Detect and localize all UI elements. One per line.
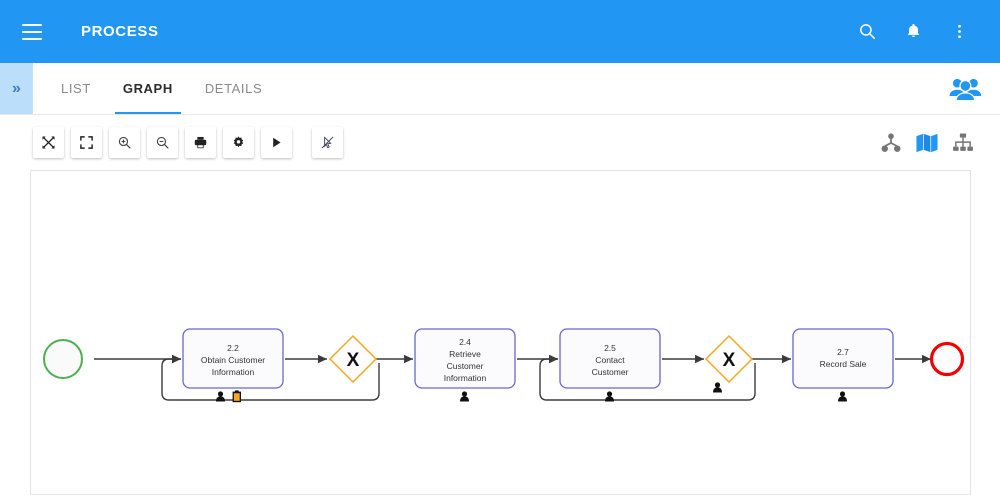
hamburger-icon[interactable] (10, 10, 54, 54)
play-icon[interactable] (261, 127, 292, 158)
task-2-2-id: 2.2 (227, 343, 239, 353)
task-2-4-line3: Information (444, 373, 487, 383)
org-chart-view-icon[interactable] (948, 128, 978, 158)
hamburger-line (22, 23, 42, 26)
app-bar-actions (844, 9, 1000, 55)
tab-list-view[interactable]: LIST (61, 81, 91, 96)
document-icon (232, 390, 241, 403)
gateway-exclusive-2[interactable]: X (704, 334, 754, 384)
task-2-2-line2: Information (212, 367, 255, 377)
settings-gear-icon[interactable] (223, 127, 254, 158)
tab-details[interactable]: DETAILS (204, 81, 263, 96)
print-icon[interactable] (185, 127, 216, 158)
expand-sidebar-button[interactable]: » (0, 63, 33, 114)
gateway-2-markers (713, 382, 722, 393)
search-icon[interactable] (844, 9, 890, 55)
graph-canvas[interactable]: 2.2 Obtain Customer Information X 2.4 Re… (30, 170, 971, 495)
task-2-4-line1: Retrieve (449, 349, 481, 359)
task-2-5-line1: Contact (595, 355, 625, 365)
task-2-4[interactable]: 2.4 Retrieve Customer Information (414, 328, 516, 389)
user-icon (838, 391, 847, 402)
zoom-out-icon[interactable] (147, 127, 178, 158)
user-icon (216, 391, 225, 402)
page-title: PROCESS (81, 23, 159, 40)
task-2-5-markers (605, 391, 614, 402)
task-2-7-line1: Record Sale (820, 359, 867, 369)
gateway-exclusive-1[interactable]: X (328, 334, 378, 384)
hamburger-line (22, 37, 42, 40)
task-2-2-markers (216, 390, 241, 403)
hamburger-line (22, 30, 42, 33)
gateway-2-symbol: X (723, 350, 736, 371)
tab-bar: » LIST GRAPH DETAILS (0, 63, 1000, 115)
zoom-in-icon[interactable] (109, 127, 140, 158)
graph-toolbar-buttons (33, 127, 350, 158)
gateway-1-symbol: X (347, 350, 360, 371)
task-2-7-markers (838, 391, 847, 402)
end-event[interactable] (929, 341, 965, 377)
loopback-gw2-to-25 (539, 354, 756, 401)
task-2-2[interactable]: 2.2 Obtain Customer Information (182, 328, 284, 389)
app-bar-left: PROCESS (0, 10, 159, 54)
graph-toolbar (0, 115, 1000, 170)
app-bar: PROCESS (0, 0, 1000, 63)
disable-cursor-icon[interactable] (312, 127, 343, 158)
user-icon (460, 391, 469, 402)
tree-view-icon[interactable] (876, 128, 906, 158)
tab-list: LIST GRAPH DETAILS (45, 63, 278, 114)
overflow-menu-icon[interactable] (936, 9, 982, 55)
task-2-7[interactable]: 2.7 Record Sale (792, 328, 894, 389)
fit-to-screen-icon[interactable] (33, 127, 64, 158)
task-2-2-line1: Obtain Customer (201, 355, 265, 365)
task-2-4-line2: Customer (447, 361, 484, 371)
view-mode-group (870, 128, 1000, 158)
tab-graph[interactable]: GRAPH (107, 63, 189, 114)
loopback-gw1-to-22 (161, 354, 380, 401)
start-event[interactable] (43, 339, 83, 379)
user-icon (713, 382, 722, 393)
bpmn-diagram: 2.2 Obtain Customer Information X 2.4 Re… (43, 328, 965, 403)
task-2-5-line2: Customer (592, 367, 629, 377)
map-view-icon[interactable] (912, 128, 942, 158)
task-2-7-id: 2.7 (837, 347, 849, 357)
people-group-icon[interactable] (948, 63, 1000, 114)
loopback-flows (161, 354, 756, 401)
task-2-4-id: 2.4 (459, 337, 471, 347)
task-2-4-markers (460, 391, 469, 402)
notifications-icon[interactable] (890, 9, 936, 55)
tab-bar-spacer (278, 63, 948, 114)
user-icon (605, 391, 614, 402)
task-2-5[interactable]: 2.5 Contact Customer (559, 328, 661, 389)
fullscreen-icon[interactable] (71, 127, 102, 158)
task-2-5-id: 2.5 (604, 343, 616, 353)
